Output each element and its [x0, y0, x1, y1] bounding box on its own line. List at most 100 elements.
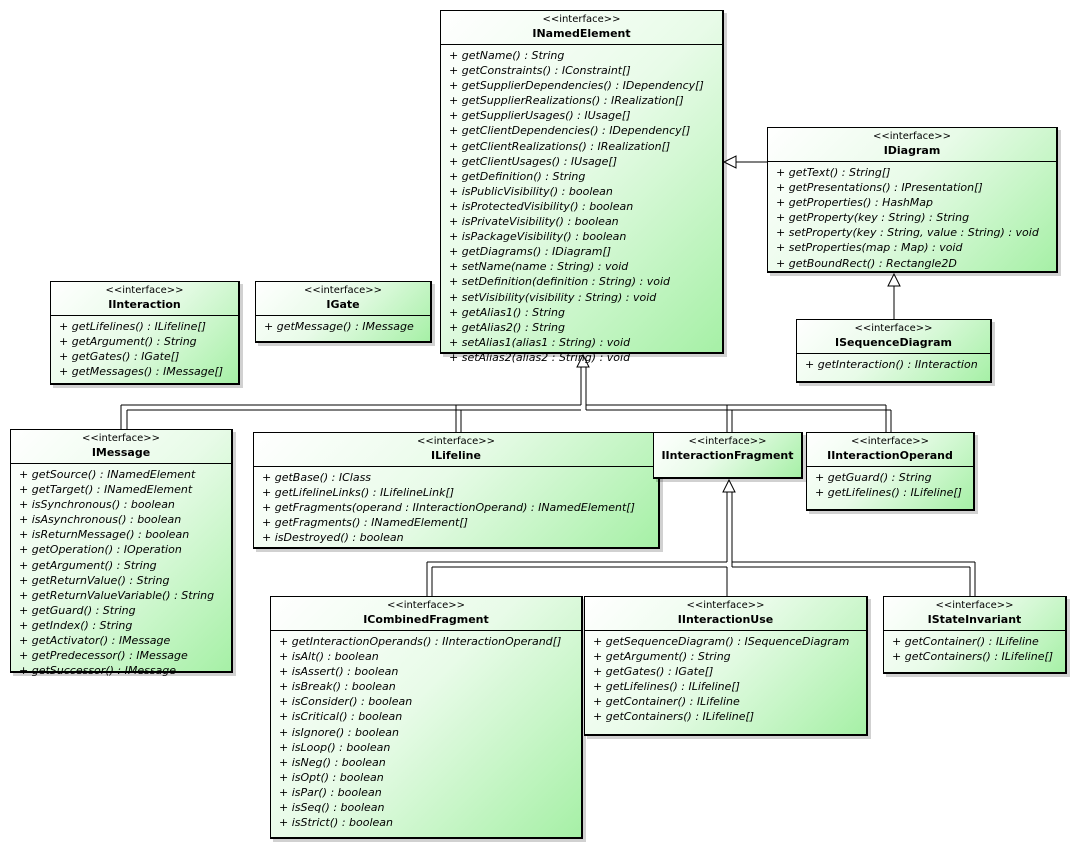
interface-name: IMessage	[91, 446, 151, 459]
public-visibility-marker: +	[449, 320, 462, 334]
operation-row: + getClientRealizations() : IRealization…	[441, 139, 722, 154]
operation-signature: setName(name : String) : void	[461, 260, 629, 274]
operation-row: + getText() : String[]	[768, 165, 1056, 180]
operation-row: + getSupplierDependencies() : IDependenc…	[441, 78, 722, 93]
interface-header: <<interface>> IInteractionOperand	[807, 433, 973, 467]
operation-signature: getGuard() : String	[31, 603, 136, 617]
operation-row: + isAssert() : boolean	[271, 664, 581, 679]
operation-signature: isOpt() : boolean	[291, 770, 384, 784]
public-visibility-marker: +	[593, 665, 606, 679]
operation-row: + getDiagrams() : IDiagram[]	[441, 244, 722, 259]
public-visibility-marker: +	[19, 664, 32, 678]
operation-row: + getFragments() : INamedElement[]	[254, 515, 658, 530]
operation-row: + isConsider() : boolean	[271, 694, 581, 709]
operation-row: + getLifelines() : ILifeline[]	[585, 679, 866, 694]
operation-signature: isBreak() : boolean	[291, 680, 396, 694]
stereotype-label: <<interface>>	[850, 436, 930, 447]
interface-name: IInteractionUse	[677, 613, 774, 626]
operation-signature: getContainer() : ILifeline	[904, 635, 1039, 648]
public-visibility-marker: +	[815, 486, 828, 500]
interface-istateinvariant[interactable]: <<interface>> IStateInvariant + getConta…	[883, 596, 1067, 674]
operation-signature: isAsynchronous() : boolean	[31, 513, 182, 527]
public-visibility-marker: +	[776, 181, 789, 195]
operation-signature: getName() : String	[461, 49, 565, 62]
public-visibility-marker: +	[262, 486, 275, 500]
operation-signature: getPredecessor() : IMessage	[31, 649, 188, 663]
operation-signature: getInteractionOperands() : IInteractionO…	[291, 635, 562, 648]
operation-row: + getLifelineLinks() : ILifelineLink[]	[254, 485, 658, 500]
operation-signature: getGuard() : String	[827, 471, 932, 484]
interface-header: <<interface>> IStateInvariant	[884, 597, 1065, 631]
operation-signature: setVisibility(visibility : String) : voi…	[461, 290, 657, 304]
interface-name: ILifeline	[431, 449, 481, 462]
interface-idiagram[interactable]: <<interface>> IDiagram + getText() : Str…	[767, 127, 1058, 273]
public-visibility-marker: +	[279, 725, 292, 739]
operation-signature: getClientRealizations() : IRealization[]	[461, 139, 671, 153]
operation-signature: getGates() : IGate[]	[605, 665, 714, 679]
public-visibility-marker: +	[449, 124, 462, 138]
interface-name: IInteractionFragment	[661, 449, 794, 462]
interface-imessage[interactable]: <<interface>> IMessage + getSource() : I…	[10, 429, 233, 677]
operation-signature: getSupplierDependencies() : IDependency[…	[461, 79, 704, 93]
operation-signature: getActivator() : IMessage	[31, 634, 171, 648]
interface-igate[interactable]: <<interface>> IGate + getMessage() : IMe…	[255, 281, 432, 343]
operation-signature: getArgument() : String	[31, 558, 157, 572]
operation-row: + getIndex() : String	[11, 618, 231, 633]
public-visibility-marker: +	[593, 695, 606, 709]
operation-signature: setProperty(key : String, value : String…	[788, 226, 1039, 240]
interface-header: <<interface>> IDiagram	[768, 128, 1056, 162]
operation-row: + getSupplierRealizations() : IRealizati…	[441, 93, 722, 108]
interface-header: <<interface>> IInteraction	[51, 282, 238, 316]
public-visibility-marker: +	[19, 468, 32, 481]
interface-iinteractionfragment[interactable]: <<interface>> IInteractionFragment	[653, 432, 803, 479]
operation-signature: getAlias2() : String	[461, 320, 565, 334]
interface-header: <<interface>> INamedElement	[441, 11, 722, 45]
interface-iinteractionoperand[interactable]: <<interface>> IInteractionOperand + getG…	[806, 432, 975, 511]
interface-icombinedfragment[interactable]: <<interface>> ICombinedFragment + getInt…	[270, 596, 583, 839]
operation-signature: isReturnMessage() : boolean	[31, 528, 190, 542]
public-visibility-marker: +	[449, 199, 462, 213]
operation-list: + getLifelines() : ILifeline[]+ getArgum…	[51, 316, 238, 379]
public-visibility-marker: +	[449, 109, 462, 123]
operation-signature: getText() : String[]	[788, 166, 891, 179]
interface-iinteractionuse[interactable]: <<interface>> IInteractionUse + getSeque…	[584, 596, 868, 736]
operation-row: + getClientUsages() : IUsage[]	[441, 154, 722, 169]
public-visibility-marker: +	[776, 256, 789, 270]
interface-name: IInteraction	[108, 298, 181, 311]
operation-signature: isLoop() : boolean	[291, 740, 391, 754]
public-visibility-marker: +	[279, 680, 292, 694]
interface-header: <<interface>> ILifeline	[254, 433, 658, 467]
operation-row: + getProperties() : HashMap	[768, 195, 1056, 210]
public-visibility-marker: +	[776, 241, 789, 255]
public-visibility-marker: +	[59, 365, 72, 379]
operation-row: + getSource() : INamedElement	[11, 467, 231, 482]
interface-inamedelement[interactable]: <<interface>> INamedElement + getName() …	[440, 10, 724, 364]
operation-signature: setAlias2(alias2 : String) : void	[461, 350, 631, 364]
interface-iinteraction[interactable]: <<interface>> IInteraction + getLifeline…	[50, 281, 240, 385]
interface-name: ISequenceDiagram	[835, 336, 952, 349]
operation-row: + getContainer() : ILifeline	[585, 694, 866, 709]
operation-row: + getBoundRect() : Rectangle2D	[768, 256, 1056, 271]
operation-signature: getLifelines() : ILifeline[]	[71, 320, 206, 333]
operation-row: + setAlias2(alias2 : String) : void	[441, 350, 722, 365]
operation-signature: getReturnValue() : String	[31, 573, 170, 587]
operation-row: + setName(name : String) : void	[441, 259, 722, 274]
public-visibility-marker: +	[279, 785, 292, 799]
interface-header: <<interface>> ICombinedFragment	[271, 597, 581, 631]
operation-row: + getContainers() : ILifeline[]	[585, 709, 866, 724]
public-visibility-marker: +	[449, 139, 462, 153]
operation-signature: isAlt() : boolean	[291, 650, 379, 664]
public-visibility-marker: +	[279, 650, 292, 664]
interface-name: ICombinedFragment	[363, 613, 489, 626]
operation-row: + getProperty(key : String) : String	[768, 210, 1056, 225]
operation-row: + getLifelines() : ILifeline[]	[51, 319, 238, 334]
public-visibility-marker: +	[279, 740, 292, 754]
interface-name: IStateInvariant	[927, 613, 1022, 626]
interface-name: IGate	[326, 298, 360, 311]
public-visibility-marker: +	[449, 275, 462, 289]
interface-isequencediagram[interactable]: <<interface>> ISequenceDiagram + getInte…	[796, 319, 992, 383]
interface-ilifeline[interactable]: <<interface>> ILifeline + getBase() : IC…	[253, 432, 660, 549]
operation-signature: isIgnore() : boolean	[291, 725, 399, 739]
operation-signature: getContainers() : ILifeline[]	[605, 710, 755, 724]
